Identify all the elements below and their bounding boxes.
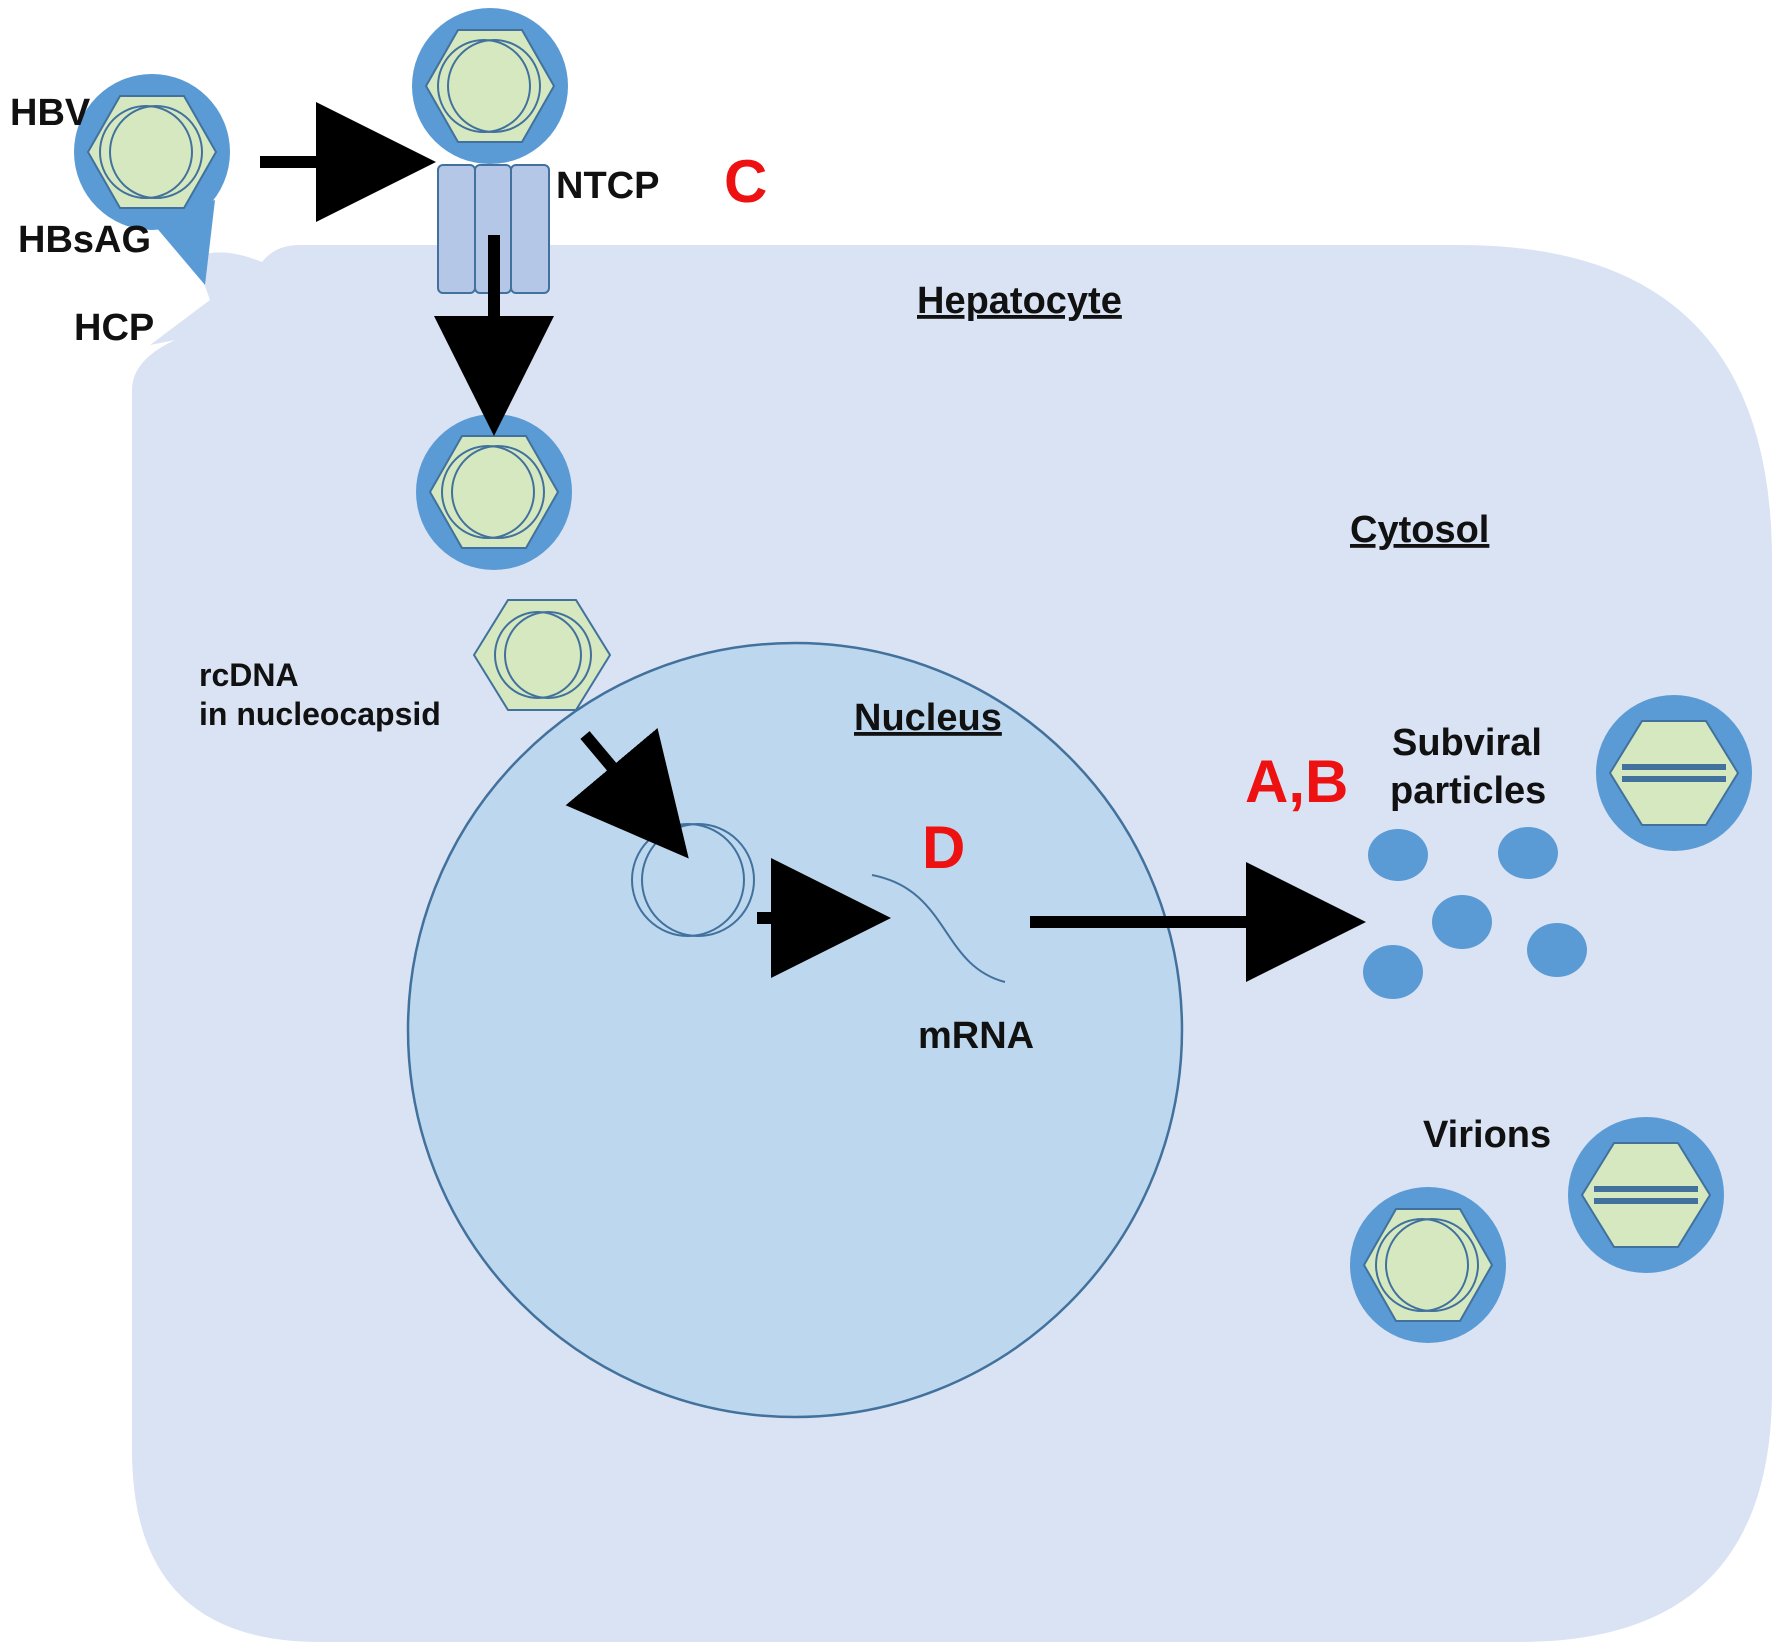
label-rcdna: rcDNA — [199, 657, 299, 693]
nucleus-circle — [406, 641, 1184, 1419]
marker-ab: A,B — [1245, 748, 1348, 815]
internalized-virion — [415, 413, 573, 571]
label-hepatocyte: Hepatocyte — [917, 280, 1122, 322]
ntcp-receptor — [437, 164, 550, 294]
bound-virion — [411, 7, 569, 165]
arrow-nuclear-import — [565, 728, 689, 859]
subviral-dots — [1363, 827, 1587, 999]
label-hbv: HBV — [10, 92, 91, 134]
label-cytosol: Cytosol — [1350, 509, 1489, 551]
marker-c: C — [724, 148, 767, 215]
marker-d: D — [922, 814, 965, 881]
label-nucleocapsid: in nucleocapsid — [199, 696, 441, 732]
label-hcp: HCP — [74, 307, 154, 349]
label-hbsag: HBsAG — [18, 219, 151, 261]
label-subviral: Subviral — [1392, 722, 1542, 764]
hbv-virion — [73, 73, 231, 285]
arrows — [260, 102, 1366, 982]
label-ntcp: NTCP — [556, 165, 659, 207]
mrna-strand — [871, 874, 1006, 983]
subviral-particle-bar — [1595, 694, 1753, 852]
label-mrna: mRNA — [918, 1015, 1034, 1057]
label-virions: Virions — [1423, 1114, 1551, 1156]
nucleocapsid — [472, 599, 612, 711]
label-particles: particles — [1390, 770, 1546, 812]
virion-bar — [1567, 1116, 1725, 1274]
label-nucleus: Nucleus — [854, 697, 1002, 739]
mature-virion — [1349, 1186, 1507, 1344]
